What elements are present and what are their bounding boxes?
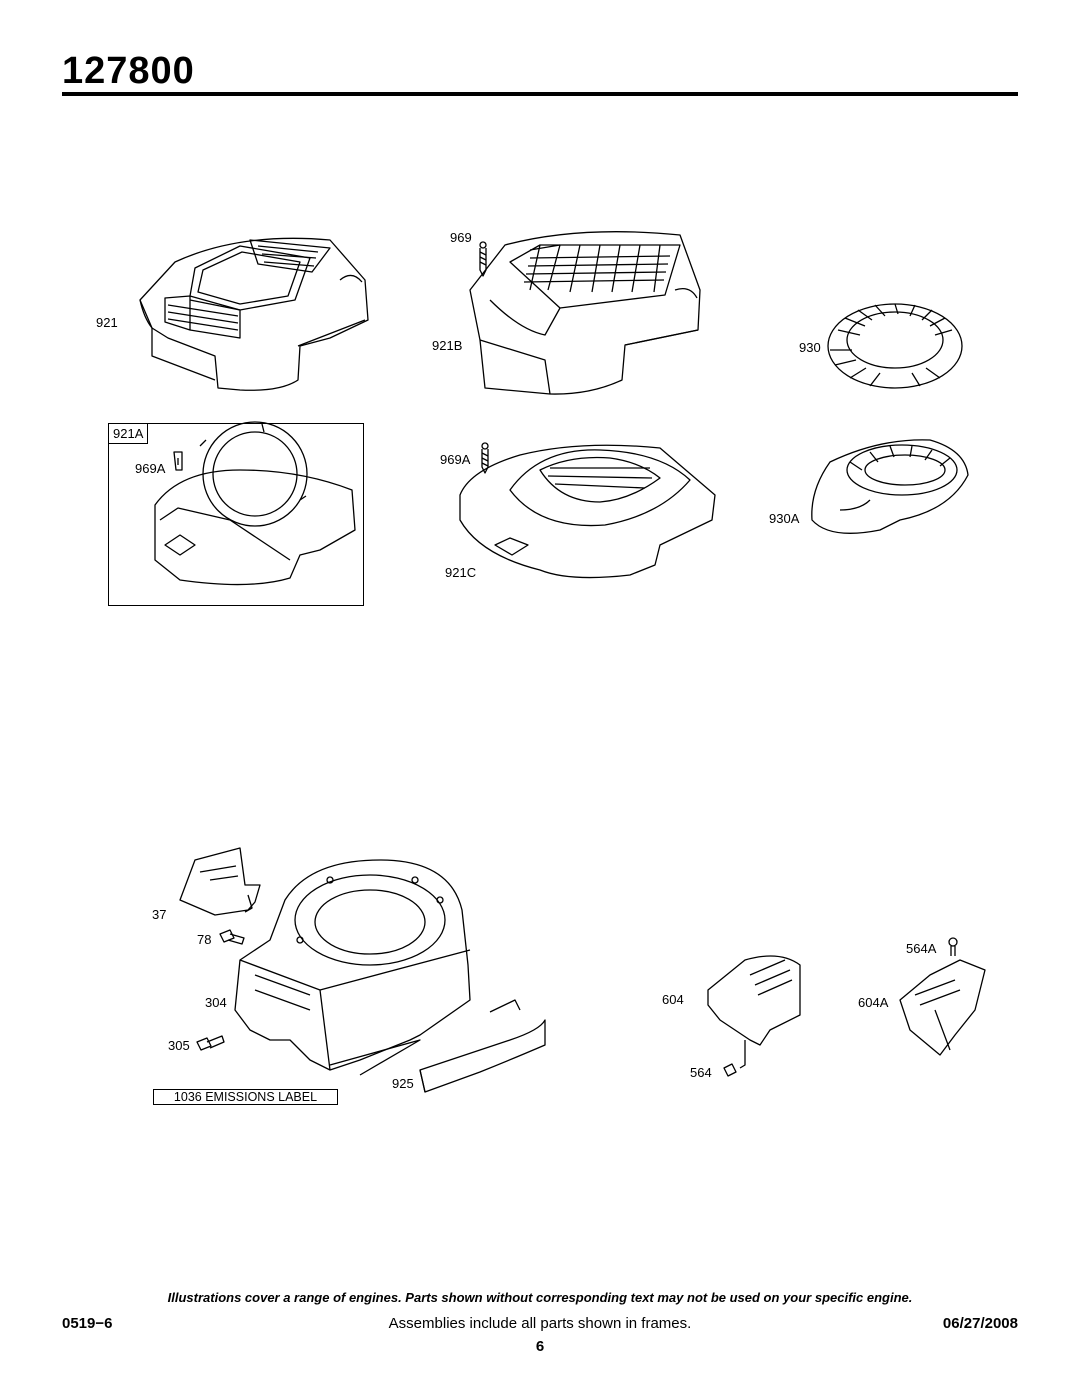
part-label-930A: 930A [769, 511, 800, 526]
part-label-564: 564 [690, 1065, 712, 1080]
part-921C-cover-drawing [459, 444, 716, 579]
part-604-drawing [707, 955, 801, 1069]
part-304-housing-drawing [234, 859, 471, 1076]
part-label-921: 921 [96, 315, 118, 330]
part-label-305: 305 [168, 1038, 190, 1053]
part-930-grille-drawing [827, 303, 963, 389]
part-label-604A: 604A [858, 995, 889, 1010]
document-code: 0519−6 [62, 1315, 113, 1332]
part-label-930: 930 [799, 340, 821, 355]
part-label-78: 78 [197, 932, 212, 947]
part-969-screw-drawing [479, 241, 487, 277]
part-label-969: 969 [450, 230, 472, 245]
part-label-304: 304 [205, 995, 227, 1010]
document-date: 06/27/2008 [942, 1315, 1018, 1332]
part-564-bolt-drawing [723, 1063, 737, 1077]
part-921-cover-drawing [139, 237, 369, 391]
part-label-921C: 921C [445, 565, 477, 580]
disclaimer-text: Illustrations cover a range of engines. … [167, 1290, 913, 1305]
part-label-921A: 921A [109, 424, 149, 444]
part-label-921B: 921B [432, 338, 463, 353]
part-564A-bolt-drawing [948, 937, 958, 956]
part-78-bolt-drawing [219, 929, 245, 945]
model-number: 127800 [62, 50, 195, 92]
frame-921A: 921A [108, 423, 364, 606]
part-label-604: 604 [662, 992, 684, 1007]
part-label-969A-left: 969A [135, 461, 166, 476]
part-label-925: 925 [392, 1076, 414, 1091]
part-37-baffle-drawing [179, 847, 261, 916]
part-930A-cover-drawing [811, 439, 969, 534]
page-number: 6 [535, 1338, 545, 1355]
part-604A-drawing [899, 959, 986, 1056]
part-925-deflector-drawing [419, 999, 546, 1093]
part-969A-screw-drawing [481, 442, 489, 474]
part-921B-cover-drawing [469, 231, 701, 395]
part-label-1036-emissions: 1036 EMISSIONS LABEL [153, 1089, 338, 1105]
part-305-bolt-drawing [196, 1035, 225, 1051]
header-rule [62, 92, 1018, 96]
part-label-564A: 564A [906, 941, 937, 956]
assemblies-note: Assemblies include all parts shown in fr… [388, 1315, 692, 1332]
part-label-37: 37 [152, 907, 167, 922]
part-921A-drawing [154, 421, 356, 586]
part-label-969A-center: 969A [440, 452, 471, 467]
